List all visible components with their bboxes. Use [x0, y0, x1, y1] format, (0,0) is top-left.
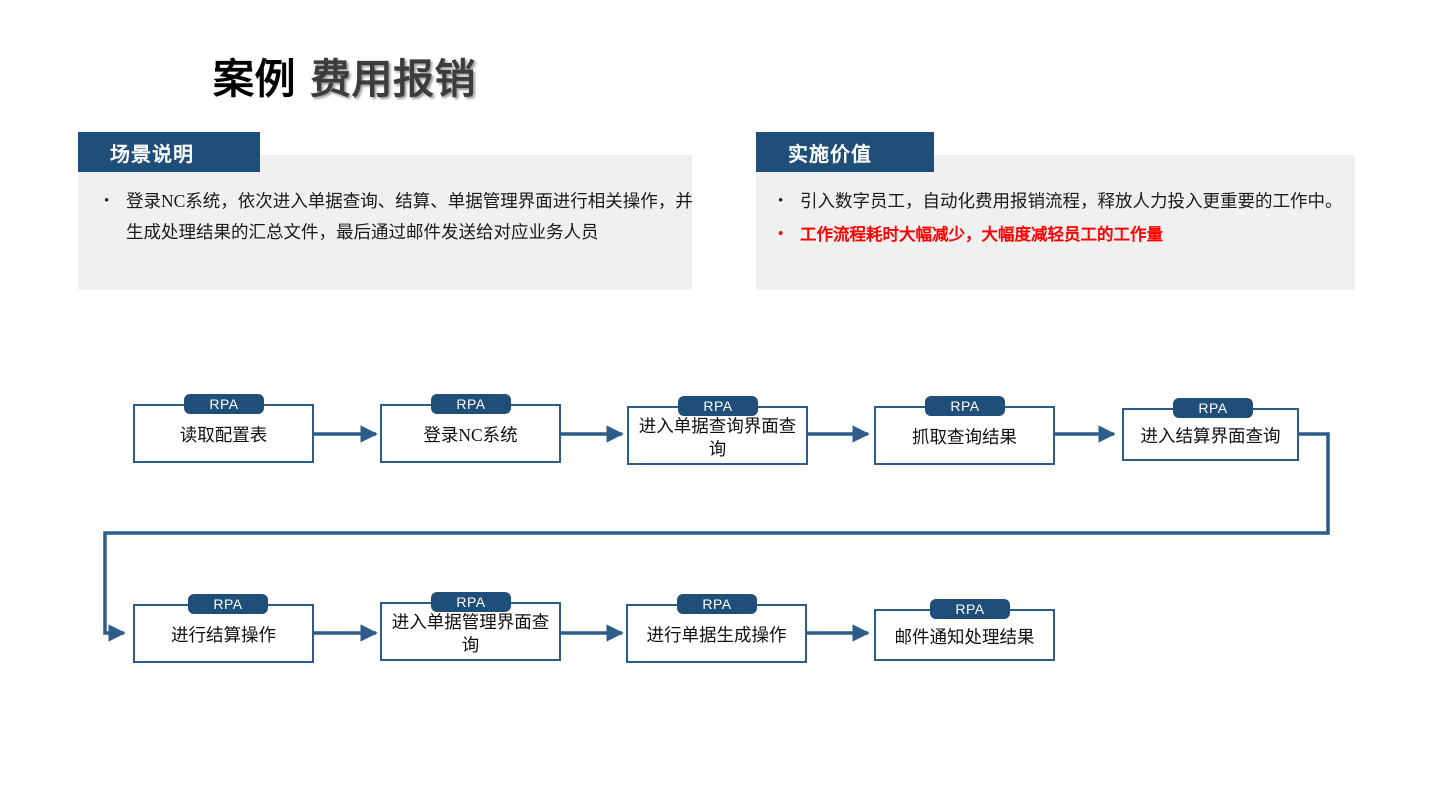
- page-title-main: 费用报销: [310, 56, 476, 102]
- list-item: 引入数字员工，自动化费用报销流程，释放人力投入更重要的工作中。: [772, 186, 1382, 217]
- flow-node-label: 邮件通知处理结果: [894, 626, 1035, 647]
- flow-node-label: 进入单据查询界面查询: [638, 415, 797, 459]
- rpa-badge: RPA: [930, 599, 1010, 619]
- connector-5-6-wrap: [103, 432, 1330, 642]
- rpa-badge: RPA: [431, 592, 511, 612]
- flow-node-label: 进入单据管理界面查询: [391, 611, 550, 655]
- rpa-badge: RPA: [925, 396, 1005, 416]
- flow-node-email-notify[interactable]: 邮件通知处理结果: [874, 609, 1055, 661]
- scenario-panel-header: 场景说明: [78, 132, 260, 172]
- page-title: 案例费用报销: [213, 59, 476, 100]
- rpa-badge: RPA: [678, 396, 758, 416]
- flow-node-label: 进入结算界面查询: [1140, 426, 1281, 446]
- scenario-bullet-list: 登录NC系统，依次进入单据查询、结算、单据管理界面进行相关操作，并生成处理结果的…: [98, 186, 710, 250]
- rpa-badge: RPA: [184, 394, 264, 414]
- rpa-badge: RPA: [431, 394, 511, 414]
- flow-node-label: 登录NC系统: [423, 425, 518, 445]
- value-panel-header: 实施价值: [756, 132, 934, 172]
- rpa-badge: RPA: [677, 594, 757, 614]
- list-item-emphasis: 工作流程耗时大幅减少，大幅度减轻员工的工作量: [772, 219, 1382, 250]
- flow-node-login-nc[interactable]: 登录NC系统: [380, 404, 561, 463]
- flow-node-capture-results[interactable]: 抓取查询结果: [874, 406, 1055, 465]
- rpa-badge: RPA: [188, 594, 268, 614]
- flow-node-label: 进行结算操作: [171, 625, 276, 645]
- page-title-prefix: 案例: [213, 56, 296, 102]
- flow-node-label: 抓取查询结果: [912, 427, 1017, 447]
- rpa-badge: RPA: [1173, 398, 1253, 418]
- flow-node-label: 进行单据生成操作: [646, 625, 787, 645]
- list-item: 登录NC系统，依次进入单据查询、结算、单据管理界面进行相关操作，并生成处理结果的…: [98, 186, 710, 248]
- value-bullet-list: 引入数字员工，自动化费用报销流程，释放人力投入更重要的工作中。 工作流程耗时大幅…: [772, 186, 1382, 252]
- flow-node-label: 读取配置表: [179, 425, 268, 445]
